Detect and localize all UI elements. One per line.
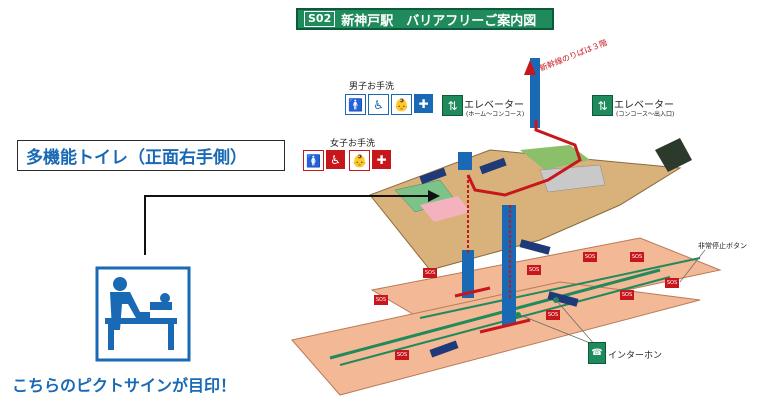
pictogram-tagline: こちらのピクトサインが目印！ [12,376,237,395]
escalator-5 [547,291,579,307]
map-title: S02 新神戸駅 バリアフリーご案内図 [296,8,554,30]
woman-icon: 🚺 [303,150,324,171]
accessible-toilet-callout: 多機能トイレ（正面右手側） [17,140,285,171]
elevator-shaft-left-lower [462,250,474,298]
accessible-route [466,120,582,197]
elevator-platform-label: エレベーター [464,100,524,111]
route-arrow-lower [479,318,531,334]
sos-button-4: SOS [583,252,597,262]
baby-care-icon-women: 👶 [349,150,370,171]
womens-restroom-label: 女子お手洗 [330,139,376,149]
sos-button-7: SOS [620,290,634,300]
platform-lower [291,281,701,396]
wheelchair-icon: ♿ [368,94,389,115]
intercom-line-1 [555,299,596,346]
ostomate-icon-women: ✚ [372,150,391,169]
intercom-label: インターホン [608,351,663,361]
callout-leader [144,195,430,255]
sos-button-1: SOS [374,295,388,305]
track-line-3 [419,257,701,319]
intercom-marker-2 [515,312,521,318]
callout-text: 多機能トイレ（正面右手側） [26,148,247,168]
man-icon: 🚹 [345,94,366,115]
station-code: S02 [304,11,336,27]
sos-button-2: SOS [423,268,437,278]
route-arrowhead-up [524,60,536,75]
sos-button-8: SOS [546,310,560,320]
wheelchair-icon-women: ♿ [326,150,345,169]
restroom-area-pink [420,196,470,222]
intercom-marker-1 [553,297,559,303]
escalator-4 [429,340,459,358]
elevator-platform-sub: (ホーム〜コンコース) [466,111,525,118]
exit-stairs [655,138,692,172]
elevator-icon: ⇅ [442,95,463,116]
intercom-line-2 [519,314,596,346]
ostomate-icon: ✚ [414,94,433,113]
sos-button-3: SOS [527,265,541,275]
map-title-text: 新神戸駅 バリアフリーご案内図 [341,13,537,29]
elevator-entrance-sub: (コンコース〜出入口) [616,111,675,118]
intercom-icon: ☎ [588,342,606,364]
sos-button-6: SOS [665,278,679,288]
sos-button-9: SOS [395,350,409,360]
elevator-shaft-left [458,152,472,170]
escalator-2 [479,157,507,175]
emergency-line [679,249,706,283]
track-line-1 [329,268,661,360]
escalator-3 [519,239,551,255]
sos-button-5: SOS [630,252,644,262]
elevator-shaft-upper [530,58,540,128]
baby-care-icon: 👶 [391,94,412,115]
route-arrow-upper [454,286,491,298]
callout-arrowhead [428,190,440,202]
mens-restroom-label: 男子お手洗 [349,82,395,92]
concourse-gate-area [539,164,606,193]
elevator-entrance-label: エレベーター [614,100,674,111]
emergency-button-label: 非常停止ボタン [698,242,747,250]
diaper-changing-icon [105,277,177,350]
escalator-1 [419,167,447,185]
elevator-icon-entrance: ⇅ [592,95,613,116]
